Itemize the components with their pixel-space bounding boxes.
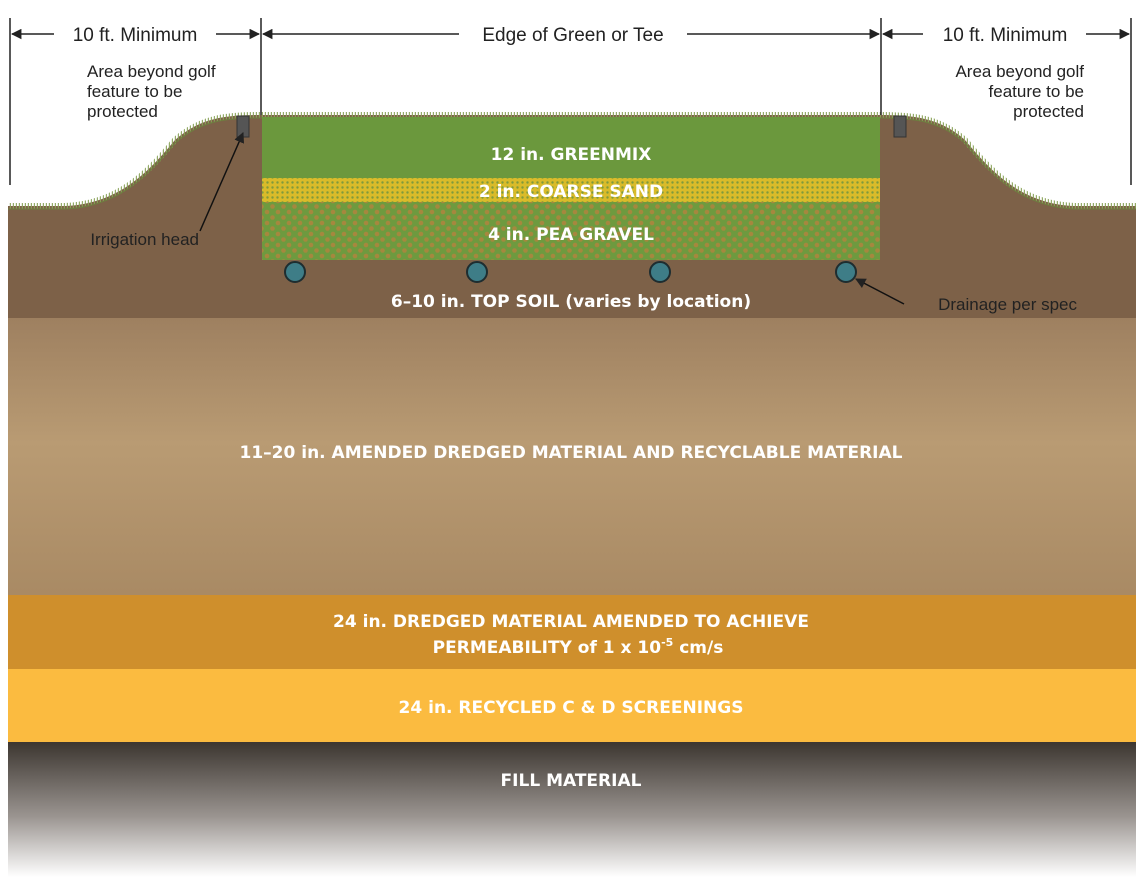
pea-gravel-layer [262, 202, 880, 260]
irrigation-head-label: Irrigation head [90, 230, 199, 249]
dredged-material-label-line1: 24 in. DREDGED MATERIAL AMENDED TO ACHIE… [333, 612, 809, 632]
drain-pipe-1 [284, 261, 306, 283]
protected-note-right-line2: feature to be [989, 82, 1084, 101]
drainage-label: Drainage per spec [938, 295, 1077, 314]
top-soil-label: 6–10 in. TOP SOIL (varies by location) [391, 292, 751, 312]
greenmix-label: 12 in. GREENMIX [491, 145, 652, 165]
dredged-line2-unit: cm/s [673, 638, 723, 658]
turf-surface-edge [8, 112, 1136, 209]
pea-gravel-label: 4 in. PEA GRAVEL [488, 225, 654, 245]
protected-note-left-line3: protected [87, 102, 158, 121]
dredged-line2-exponent: -5 [661, 636, 673, 649]
dimension-center-label: Edge of Green or Tee [482, 25, 663, 46]
dimension-left-label: 10 ft. Minimum [73, 25, 198, 46]
protected-note-right-line1: Area beyond golf [955, 62, 1084, 81]
irrigation-leader-line [199, 132, 245, 232]
dimension-right-label: 10 ft. Minimum [943, 25, 1068, 46]
dredged-line2-text: PERMEABILITY of 1 x 10 [433, 638, 662, 658]
coarse-sand-layer [262, 178, 880, 202]
fill-material-label: FILL MATERIAL [501, 771, 642, 791]
amended-material-label: 11–20 in. AMENDED DREDGED MATERIAL AND R… [240, 443, 903, 463]
dredged-material-layer [8, 595, 1136, 669]
recycled-screenings-layer [8, 669, 1136, 742]
coarse-sand-label: 2 in. COARSE SAND [479, 182, 663, 202]
drain-pipe-3 [649, 261, 671, 283]
fill-material-layer [8, 742, 1136, 877]
dredged-material-label-line2: PERMEABILITY of 1 x 10-5 cm/s [433, 636, 724, 658]
greenmix-layer [262, 117, 880, 178]
protected-note-left-line2: feature to be [87, 82, 182, 101]
amended-dredged-layer [8, 318, 1136, 595]
recycled-screenings-label: 24 in. RECYCLED C & D SCREENINGS [399, 698, 744, 718]
irrigation-head-right [893, 115, 907, 138]
drain-pipe-2 [466, 261, 488, 283]
drainage-leader-line [855, 278, 905, 305]
protected-note-right-line3: protected [1013, 102, 1084, 121]
drain-pipe-4 [835, 261, 857, 283]
protected-note-left-line1: Area beyond golf [87, 62, 216, 81]
